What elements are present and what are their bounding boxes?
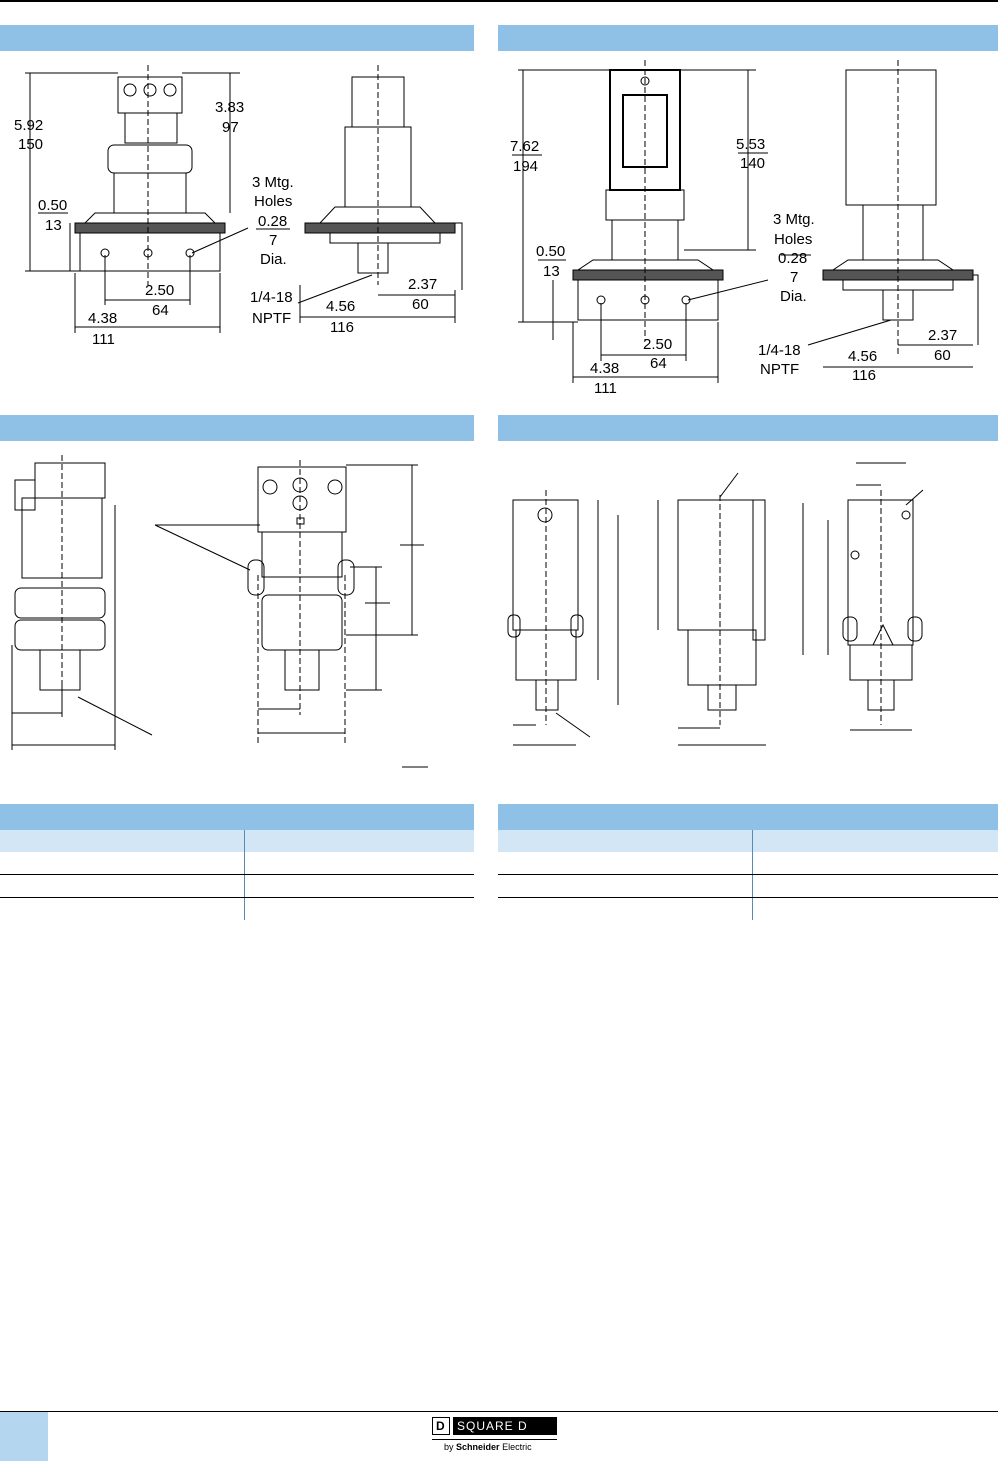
hole-spacing-in: 2.50: [145, 282, 174, 299]
dimension-drawing-1: 5.92 150 3.83 97 0.50 13 3 Mtg. Holes 0.…: [0, 55, 474, 355]
table-right-header: [498, 804, 998, 830]
square-d-mark: D: [432, 1417, 450, 1435]
table-row: [0, 875, 474, 898]
holes-label-1: 3 Mtg.: [252, 174, 294, 191]
base-width-mm-2: 111: [594, 380, 617, 397]
page-number-tab: [0, 1412, 48, 1461]
upper-height-mm: 97: [222, 119, 239, 136]
holes-label-3-2: Dia.: [780, 288, 807, 305]
holes-label-2: Holes: [254, 193, 292, 210]
side-width-in: 4.56: [326, 298, 355, 315]
base-width-mm: 111: [92, 331, 115, 348]
dimension-drawing-2: 7.62 194 5.53 140 0.50 13 3 Mtg. Holes 0…: [498, 55, 998, 400]
hole-spacing-mm-2: 64: [650, 355, 667, 372]
side-offset-in-2: 2.37: [928, 327, 957, 344]
table-row: [498, 852, 998, 875]
table-left-subheader: [0, 830, 474, 852]
base-height-mm-2: 13: [543, 263, 560, 280]
top-rule: [0, 0, 998, 2]
port-label-1-2: 1/4-18: [758, 342, 801, 359]
upper-height-mm-2: 140: [740, 155, 765, 172]
side-offset-mm: 60: [412, 296, 429, 313]
section-band-4: [498, 415, 998, 441]
overall-height-mm: 150: [18, 136, 43, 153]
table-row: [498, 898, 998, 920]
side-width-mm-2: 116: [852, 367, 876, 384]
port-label-1: 1/4-18: [250, 289, 293, 306]
base-height-mm: 13: [45, 217, 62, 234]
holes-dia-in-2: 0.28: [778, 250, 807, 267]
base-width-in-2: 4.38: [590, 360, 619, 377]
base-height-in: 0.50: [38, 197, 67, 214]
side-width-in-2: 4.56: [848, 348, 877, 365]
table-row: [498, 875, 998, 898]
brand-parent: by Schneider Electric: [444, 1442, 532, 1452]
holes-label-2-2: Holes: [774, 231, 812, 248]
table-right: [498, 804, 998, 920]
hole-spacing-in-2: 2.50: [643, 336, 672, 353]
base-width-in: 4.38: [88, 310, 117, 327]
footer-rule: [0, 1411, 998, 1412]
side-offset-in: 2.37: [408, 276, 437, 293]
table-left-header: [0, 804, 474, 830]
section-band-3: [0, 415, 474, 441]
holes-dia-mm-2: 7: [790, 269, 798, 286]
brand-name: SQUARE D: [453, 1417, 557, 1435]
section-band-1: [0, 25, 474, 51]
overall-height-in: 5.92: [14, 117, 43, 134]
holes-dia-mm: 7: [269, 232, 277, 249]
base-height-in-2: 0.50: [536, 243, 565, 260]
port-label-2-2: NPTF: [760, 361, 799, 378]
holes-label-1-2: 3 Mtg.: [773, 211, 815, 228]
table-right-subheader: [498, 830, 998, 852]
hole-spacing-mm: 64: [152, 302, 169, 319]
table-row: [0, 898, 474, 920]
dimension-drawing-3: [0, 445, 474, 775]
table-row: [0, 852, 474, 875]
table-left: [0, 804, 474, 920]
port-label-2: NPTF: [252, 310, 291, 327]
section-band-2: [498, 25, 998, 51]
overall-height-mm-2: 194: [513, 158, 538, 175]
dimension-drawing-4: [498, 445, 998, 775]
overall-height-in-2: 7.62: [510, 138, 539, 155]
holes-label-3: Dia.: [260, 251, 287, 268]
side-offset-mm-2: 60: [934, 347, 951, 364]
upper-height-in: 3.83: [215, 99, 244, 116]
brand-logo: D SQUARE D by Schneider Electric: [432, 1417, 557, 1455]
upper-height-in-2: 5.53: [736, 136, 765, 153]
holes-dia-in: 0.28: [258, 213, 287, 230]
side-width-mm: 116: [330, 319, 354, 336]
